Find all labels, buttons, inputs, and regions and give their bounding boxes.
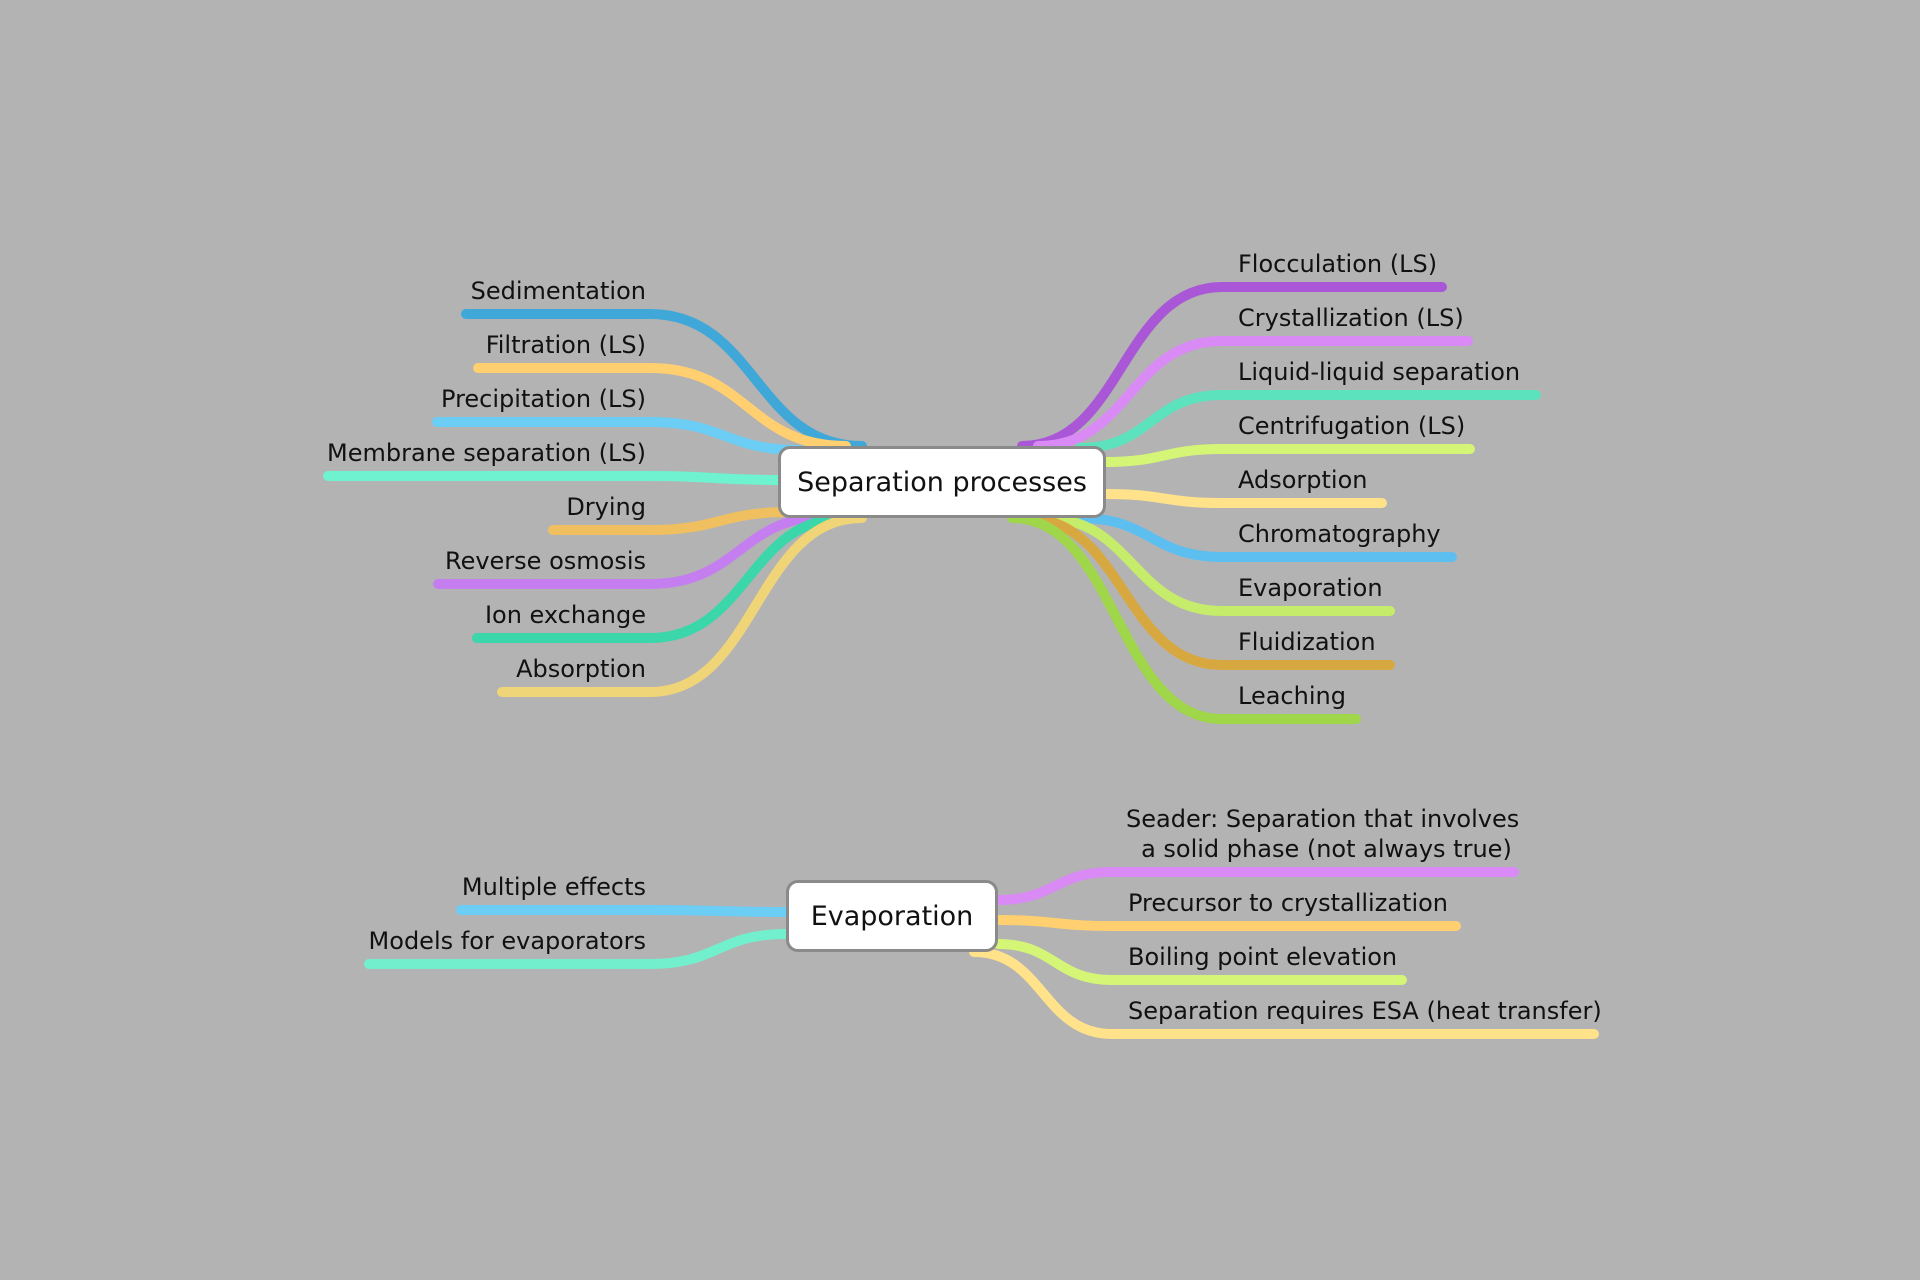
connector-seader-separation-that-involves-a-solid-	[993, 867, 1519, 905]
branch-reverse-osmosis[interactable]: Reverse osmosis	[444, 547, 646, 575]
branch-flocculation-ls[interactable]: Flocculation (LS)	[1238, 250, 1438, 278]
branch-precursor-to-crystallization[interactable]: Precursor to crystallization	[1128, 889, 1449, 917]
branch-ion-exchange[interactable]: Ion exchange	[484, 601, 646, 629]
branch-evaporation[interactable]: Evaporation	[1238, 574, 1383, 602]
branch-chromatography[interactable]: Chromatography	[1238, 520, 1441, 548]
branch-membrane-separation-ls[interactable]: Membrane separation (LS)	[327, 439, 646, 467]
branch-crystallization-ls[interactable]: Crystallization (LS)	[1238, 304, 1464, 332]
branch-separation-requires-esa-heat-transfer[interactable]: Separation requires ESA (heat transfer)	[1128, 997, 1602, 1025]
connector-separation-requires-esa-heat-transfer	[969, 947, 1599, 1039]
root-node-separation-processes[interactable]: Separation processes	[778, 446, 1106, 518]
branch-leaching[interactable]: Leaching	[1238, 682, 1346, 710]
branch-sedimentation[interactable]: Sedimentation	[470, 277, 646, 305]
connector-flocculation-ls	[1017, 282, 1447, 451]
branch-models-for-evaporators[interactable]: Models for evaporators	[368, 927, 646, 955]
branch-centrifugation-ls[interactable]: Centrifugation (LS)	[1238, 412, 1466, 440]
connector-evaporation	[1039, 513, 1395, 616]
branch-precipitation-ls[interactable]: Precipitation (LS)	[441, 385, 646, 413]
connector-adsorption	[1101, 489, 1387, 508]
connector-boiling-point-elevation	[993, 939, 1407, 985]
connector-models-for-evaporators	[364, 929, 791, 969]
branch-drying[interactable]: Drying	[566, 493, 646, 521]
connector-centrifugation-ls	[1101, 444, 1475, 467]
connector-liquid-liquid-separation	[1075, 390, 1541, 453]
branch-seader-separation-that-involves-a-solid-[interactable]: Seader: Separation that involves a solid…	[1126, 805, 1520, 863]
connector-crystallization-ls	[1033, 336, 1473, 451]
connector-drying	[548, 507, 795, 535]
connector-chromatography	[1075, 513, 1457, 562]
branch-adsorption[interactable]: Adsorption	[1238, 466, 1368, 494]
connector-filtration-ls	[473, 363, 851, 451]
branch-liquid-liquid-separation[interactable]: Liquid-liquid separation	[1238, 358, 1521, 386]
branch-multiple-effects[interactable]: Multiple effects	[461, 873, 646, 901]
root-node-evaporation[interactable]: Evaporation	[786, 880, 998, 952]
branch-filtration-ls[interactable]: Filtration (LS)	[485, 331, 646, 359]
connector-sedimentation	[461, 309, 867, 451]
branch-fluidization[interactable]: Fluidization	[1238, 628, 1376, 656]
connector-precursor-to-crystallization	[993, 915, 1461, 931]
connector-precipitation-ls	[432, 417, 805, 455]
branch-boiling-point-elevation[interactable]: Boiling point elevation	[1128, 943, 1398, 971]
connector-absorption	[497, 513, 867, 697]
connector-reverse-osmosis	[433, 511, 835, 589]
connector-fluidization	[1021, 513, 1395, 670]
connector-leaching	[1007, 513, 1361, 724]
connector-multiple-effects	[456, 905, 791, 917]
connector-ion-exchange	[472, 513, 851, 643]
connector-membrane-separation-ls	[323, 471, 783, 485]
branch-absorption[interactable]: Absorption	[516, 655, 646, 683]
